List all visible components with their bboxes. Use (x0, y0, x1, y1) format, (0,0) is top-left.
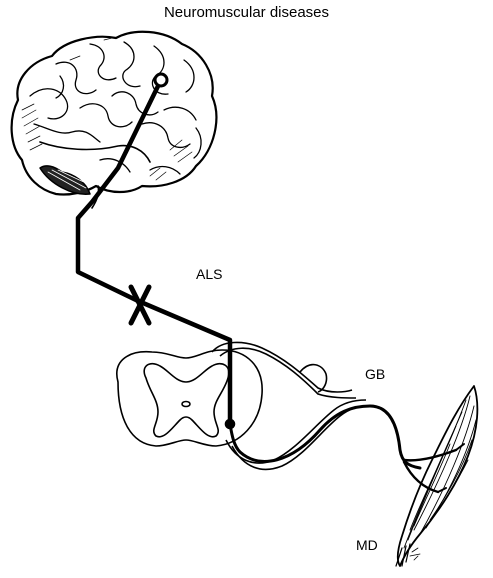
ganglion-bulge (299, 363, 328, 393)
gray-matter (143, 362, 230, 438)
label-gb: GB (365, 366, 386, 382)
label-als: ALS (196, 266, 223, 282)
central-canal (181, 400, 191, 408)
spinal-cord-outline (116, 349, 263, 447)
nerve-branch-1 (402, 448, 458, 462)
brain-illustration (10, 30, 218, 209)
x-mark-icon (128, 284, 152, 326)
dorsal-root-inner (219, 347, 357, 399)
ventral-root-outer (225, 399, 367, 464)
spinal-cord-section (116, 341, 367, 471)
label-md: MD (356, 537, 378, 553)
brain-gyri (29, 41, 202, 175)
motor-pathway (75, 72, 233, 427)
nerve-branch-2 (402, 460, 440, 494)
nerve-branch-3 (437, 487, 447, 493)
diagram-title: Neuromuscular diseases (163, 4, 330, 21)
muscle-tendon (395, 543, 411, 567)
brain-shading (21, 37, 193, 181)
upper-motor-neuron-cell-body (153, 72, 169, 88)
cerebellum-hatching (47, 169, 89, 191)
muscle-illustration (395, 385, 479, 567)
muscle-outline (396, 385, 479, 567)
cerebellum (39, 165, 91, 195)
brain-outline (10, 30, 218, 196)
peripheral-nerve (238, 404, 465, 494)
muscle-fibers (403, 395, 477, 549)
artist-signature (409, 547, 421, 561)
nerve-trunk (238, 404, 422, 470)
nerve-branch-4 (455, 443, 465, 451)
dorsal-root-outer (211, 341, 353, 393)
upper-motor-neuron-axon (75, 79, 233, 427)
lower-motor-neuron-segment (228, 423, 242, 454)
temporal-fold (39, 141, 151, 163)
